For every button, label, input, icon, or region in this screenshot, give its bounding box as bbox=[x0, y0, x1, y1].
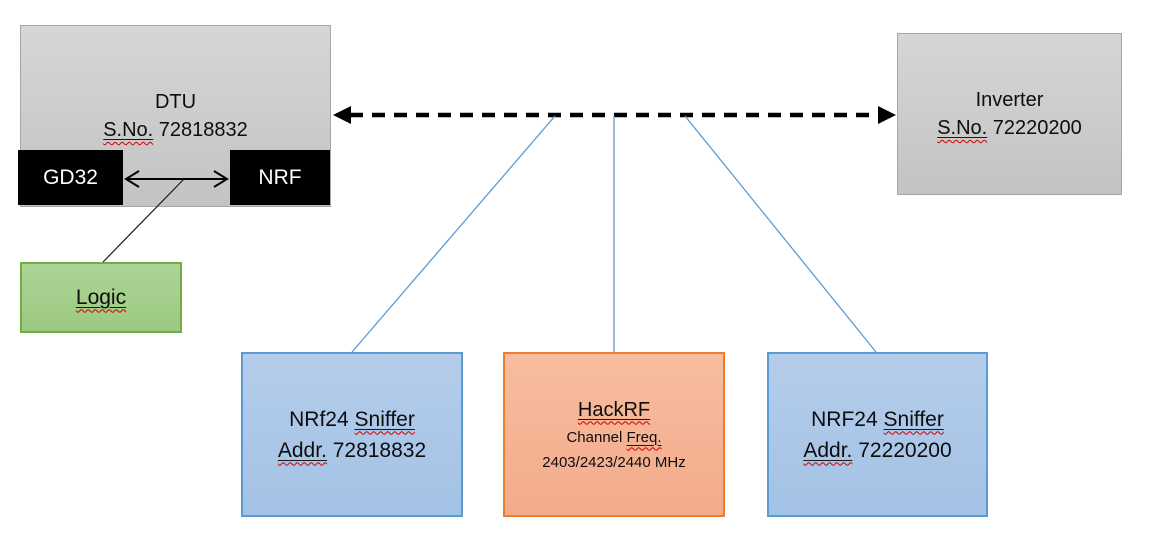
sniffer-right-word: Sniffer bbox=[883, 407, 944, 431]
sniffer-right-addr: Addr. 72220200 bbox=[803, 435, 951, 466]
inverter-serial: S.No. 72220200 bbox=[937, 114, 1082, 142]
hackrf-title-line: HackRF bbox=[578, 395, 650, 425]
nrf-label: NRF bbox=[258, 165, 302, 189]
gd32-chip: GD32 bbox=[18, 150, 123, 205]
sniffer-left-name: NRf24 Sniffer bbox=[289, 404, 415, 435]
link-sniffer-right-line bbox=[684, 115, 877, 353]
logic-box: Logic bbox=[20, 262, 182, 333]
sniffer-right-prefix: NRF24 bbox=[811, 407, 878, 431]
sniffer-left-word: Sniffer bbox=[354, 407, 415, 431]
sniffer-left-addr: Addr. 72818832 bbox=[278, 435, 426, 466]
sniffer-left-prefix: NRf24 bbox=[289, 407, 349, 431]
inverter-serial-number: 72220200 bbox=[992, 117, 1082, 139]
inverter-serial-label: S.No. bbox=[937, 117, 988, 139]
hackrf-channel-line: Channel Freq. bbox=[566, 425, 661, 450]
sniffer-right-addr-label: Addr. bbox=[803, 438, 853, 462]
dtu-serial-number: 72818832 bbox=[158, 119, 248, 141]
sniffer-right-box: NRF24 Sniffer Addr. 72220200 bbox=[767, 352, 988, 517]
hackrf-frequencies: 2403/2423/2440 MHz bbox=[542, 453, 686, 471]
link-sniffer-left-line bbox=[351, 115, 556, 353]
inverter-title: Inverter bbox=[975, 89, 1044, 111]
hackrf-title: HackRF bbox=[577, 398, 651, 421]
nrf-chip: NRF bbox=[230, 150, 330, 205]
sniffer-left-addr-number: 72818832 bbox=[332, 438, 427, 462]
hackrf-channel-word: Channel bbox=[566, 428, 623, 446]
sniffer-left-box: NRf24 Sniffer Addr. 72818832 bbox=[241, 352, 463, 517]
gd32-label: GD32 bbox=[43, 165, 98, 189]
dtu-serial: S.No. 72818832 bbox=[103, 116, 248, 144]
hackrf-box: HackRF Channel Freq. 2403/2423/2440 MHz bbox=[503, 352, 725, 517]
sniffer-left-addr-label: Addr. bbox=[277, 438, 327, 462]
inverter-box: Inverter S.No. 72220200 bbox=[897, 33, 1122, 195]
sniffer-right-addr-number: 72220200 bbox=[858, 438, 952, 462]
dtu-inverter-dashed-arrow bbox=[333, 106, 896, 124]
dtu-serial-label: S.No. bbox=[103, 119, 154, 141]
hackrf-freq-word: Freq. bbox=[626, 428, 662, 446]
logic-label: Logic bbox=[75, 285, 127, 309]
dtu-title: DTU bbox=[154, 91, 197, 113]
sniffer-right-name: NRF24 Sniffer bbox=[811, 404, 944, 435]
